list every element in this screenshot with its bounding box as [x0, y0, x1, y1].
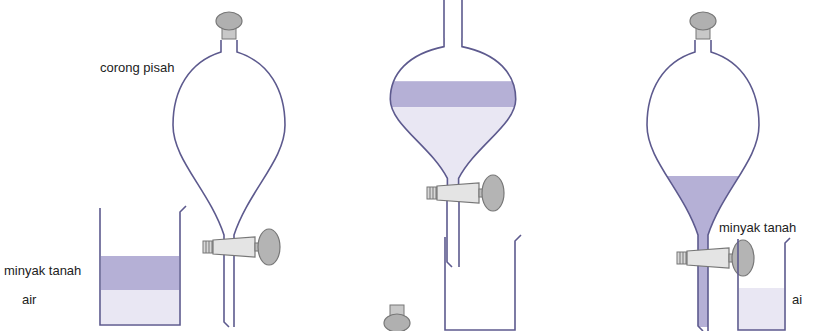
- stopper: [384, 305, 410, 331]
- beaker: [738, 238, 790, 330]
- beaker: [445, 235, 521, 330]
- separatory-funnel: [173, 12, 285, 327]
- liquid-label: minyak tanah: [4, 263, 81, 279]
- beaker: [100, 206, 186, 325]
- liquid-label: minyak tanah: [719, 220, 796, 236]
- separatory-funnel: [386, 0, 520, 267]
- liquid-label: ai: [792, 292, 802, 308]
- separatory-funnel: [643, 12, 763, 331]
- apparatus-label: corong pisah: [100, 60, 174, 76]
- liquid-label: air: [22, 292, 36, 308]
